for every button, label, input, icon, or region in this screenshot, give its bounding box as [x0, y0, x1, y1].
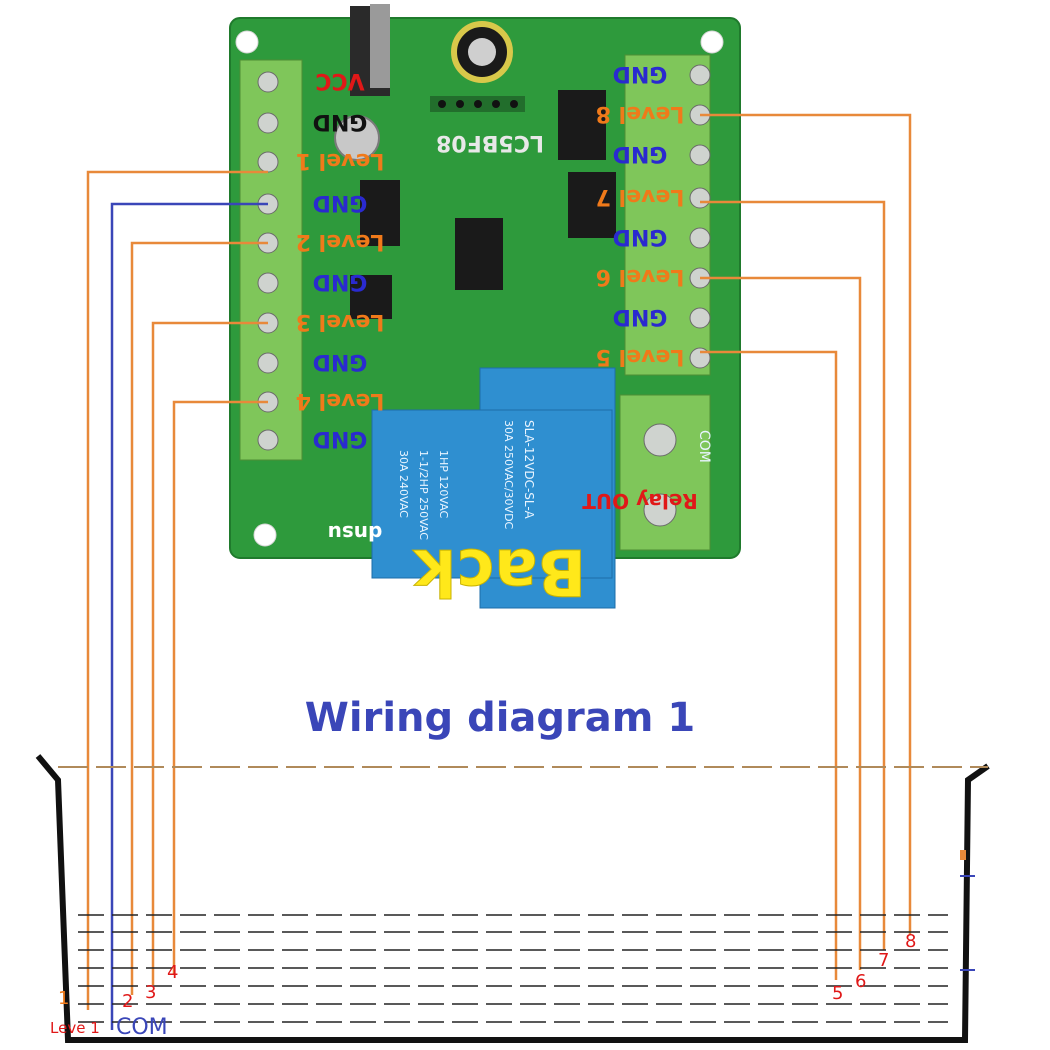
- relay-spec-3: 1HP 120VAC: [437, 450, 450, 519]
- right-terminal-label-7: Level 5: [596, 344, 685, 369]
- capacitor: [334, 115, 380, 161]
- wire-level-1: [86, 170, 268, 1010]
- water-level-lines: [78, 914, 948, 1023]
- left-terminal-label-0: VCC: [315, 68, 364, 93]
- controller-board: LC5BF08 SLA-12VDC-SL-A 30A 250VAC/30VDC …: [229, 4, 741, 609]
- right-terminal-label-2: GND: [613, 141, 668, 166]
- left-terminal-label-5: GND: [313, 269, 368, 294]
- wire-level-7: [700, 200, 886, 950]
- right-terminal-label-5: Level 6: [596, 264, 685, 289]
- wire-level-5: [700, 350, 838, 980]
- ic-chip: [558, 90, 606, 160]
- probe-label-2: 2: [122, 991, 133, 1012]
- wire-level-8: [700, 113, 912, 935]
- probe-label-8: 8: [905, 931, 916, 952]
- relay-spec-1: 30A 250VAC/30VDC: [502, 420, 515, 530]
- water-tank: [35, 754, 990, 1043]
- right-terminal-label-1: Level 8: [596, 101, 685, 126]
- left-terminal-labels: VCC GND Level 1 GND Level 2 GND Level 3 GND Leve…: [296, 68, 385, 451]
- left-terminal-label-8: Level 4: [296, 388, 385, 413]
- relay: [371, 367, 616, 609]
- left-terminal-label-4: Level 2: [296, 229, 385, 254]
- ic-chip: [568, 172, 616, 238]
- ic-chip: [455, 218, 503, 290]
- left-terminal-label-2: Level 1: [296, 148, 385, 173]
- left-terminal-label-7: GND: [313, 349, 368, 374]
- ic-chip: [350, 275, 392, 319]
- diagram-title: Wiring diagram 1: [304, 695, 696, 741]
- left-terminal-label-3: GND: [313, 190, 368, 215]
- left-terminal-label-9: GND: [313, 426, 368, 451]
- left-terminal-label-6: Level 3: [296, 309, 385, 334]
- right-terminal-labels: GND Level 8 GND Level 7 GND Level 6 GND Level 5: [596, 61, 685, 369]
- com-label: COM: [696, 430, 712, 463]
- wire-level-3: [151, 321, 268, 985]
- relay-spec-2: 30A 240VAC: [397, 450, 410, 518]
- relay-out-label: Relay OUT: [582, 489, 698, 513]
- relay-terminal: [619, 394, 711, 551]
- relay-model: SLA-12VDC-SL-A: [522, 420, 536, 519]
- left-screws: [257, 71, 279, 451]
- wires: [86, 113, 912, 1030]
- wire-level-6: [700, 276, 862, 970]
- back-label: Back: [412, 534, 586, 608]
- wire-level-4: [172, 400, 268, 975]
- probe-label-1: 1: [58, 988, 69, 1009]
- relay-spec-4: 1-1/2HP 250VAC: [417, 450, 430, 540]
- right-terminal-label-4: GND: [613, 224, 668, 249]
- probe-label-7: 7: [878, 950, 889, 971]
- wire-level-2: [130, 241, 268, 995]
- chip-label: LC5BF08: [436, 130, 544, 155]
- bottom-level-label: Leve 1: [50, 1019, 100, 1037]
- right-terminal-label-3: Level 7: [596, 184, 685, 209]
- probe-label-5: 5: [832, 983, 843, 1004]
- wire-com: [110, 202, 268, 1030]
- ic-chip: [360, 180, 400, 246]
- bottom-com-label: COM: [116, 1015, 168, 1040]
- probe-label-6: 6: [855, 971, 866, 992]
- probe-label-4: 4: [167, 962, 178, 983]
- probe-label-3: 3: [145, 982, 156, 1003]
- right-terminal-label-0: GND: [613, 61, 668, 86]
- right-terminal-label-6: GND: [613, 304, 668, 329]
- left-terminal-label-1: GND: [313, 109, 368, 134]
- input-label: dnsu: [328, 521, 383, 545]
- right-screws: [689, 64, 711, 369]
